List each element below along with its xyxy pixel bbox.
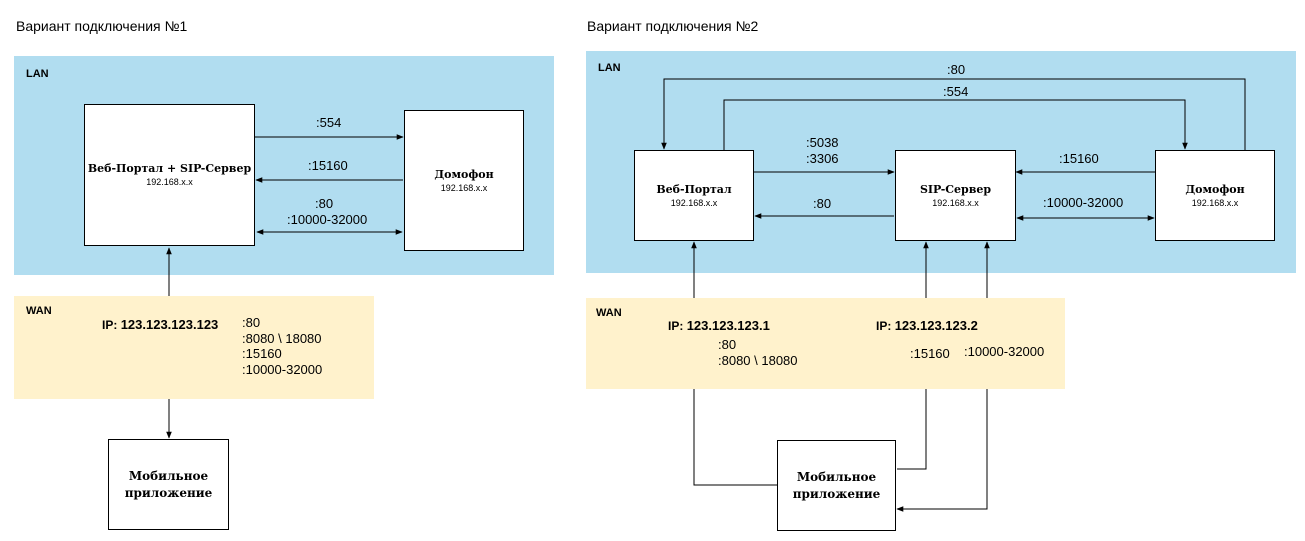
v2-arrow-top-80 xyxy=(661,78,1246,150)
v1-wan-ip: IP: 123.123.123.123 xyxy=(102,317,218,332)
variant1-wan-zone: WAN xyxy=(14,296,374,399)
v1-intercom-name: Домофон xyxy=(434,167,494,181)
v1-mobile-name-line1: Мобильное xyxy=(128,468,209,483)
variant2-title: Вариант подключения №2 xyxy=(587,18,759,34)
v1-wan-ports: :80 :8080 \ 18080 :15160 :10000-32000 xyxy=(242,315,322,377)
v1-wan-port: :15160 xyxy=(242,346,282,361)
variant1-title: Вариант подключения №1 xyxy=(16,18,188,34)
v2-wan-ip1: IP: 123.123.123.1 xyxy=(668,318,770,333)
v2-wan-ip2-prefix: IP: xyxy=(876,319,892,333)
v2-wan-port-rtp: :10000-32000 xyxy=(964,344,1045,359)
v2-wan-port-sip: :15160 xyxy=(910,346,950,361)
v2-mobile-name-line2: приложение xyxy=(792,486,881,501)
v2-portal-box: Веб-Портал 192.168.x.x xyxy=(634,150,754,241)
v2-portal-name: Веб-Портал xyxy=(656,182,732,196)
v2-portal-ip: 192.168.x.x xyxy=(670,197,718,208)
v1-wan-port: :8080 \ 18080 xyxy=(242,330,322,346)
v2-wan-port: :80 xyxy=(718,337,737,352)
v2-sip-ip: 192.168.x.x xyxy=(932,197,979,208)
v2-intercom-box: Домофон 192.168.x.x xyxy=(1155,150,1275,241)
v1-mobile-app-box: Мобильное приложение xyxy=(108,439,229,530)
v2-arrow-top-554 xyxy=(723,99,1188,150)
v2-label-5038: :5038 xyxy=(806,135,839,150)
variant2-lan-label: LAN xyxy=(598,62,621,74)
v2-wan-ports1: :80 :8080 \ 18080 xyxy=(718,337,798,368)
v2-label-3306: :3306 xyxy=(806,151,839,166)
v1-label-554: :554 xyxy=(316,115,342,130)
v2-arrow-rtp-mobile xyxy=(896,389,988,512)
variant1-lan-label: LAN xyxy=(26,68,49,80)
v1-portal-name: Веб-Портал + SIP-Сервер xyxy=(87,162,252,175)
v2-wan-ip2: IP: 123.123.123.2 xyxy=(876,318,978,333)
v2-sip-name: SIP-Сервер xyxy=(919,182,992,196)
v1-wan-port: :10000-32000 xyxy=(242,361,323,377)
variant2-wan-label: WAN xyxy=(596,307,622,319)
v1-label-15160: :15160 xyxy=(308,158,348,173)
v2-label-15160: :15160 xyxy=(1059,151,1099,166)
v1-mobile-name-line2: приложение xyxy=(124,485,213,500)
v1-label-80: :80 xyxy=(315,196,334,211)
v1-portal-ip: 192.168.x.x xyxy=(146,177,193,187)
v1-wan-ip-value: 123.123.123.123 xyxy=(120,317,219,332)
v1-portal-sip-server-box: Веб-Портал + SIP-Сервер 192.168.x.x xyxy=(84,104,255,246)
v2-wan-ip1-value: 123.123.123.1 xyxy=(686,318,770,333)
v2-label-top-554: :554 xyxy=(943,84,969,99)
v2-intercom-name: Домофон xyxy=(1185,182,1245,196)
variant1-wan-label: WAN xyxy=(26,305,52,317)
v2-wan-ip2-value: 123.123.123.2 xyxy=(894,318,978,333)
v2-line-mobile-sip xyxy=(897,389,927,470)
v2-label-rtp: :10000-32000 xyxy=(1043,195,1124,210)
v2-line-mobile-portal xyxy=(693,389,777,486)
v1-label-rtp: :10000-32000 xyxy=(287,212,368,227)
v1-wan-ip-prefix: IP: xyxy=(102,318,118,332)
v2-mobile-app-box: Мобильное приложение xyxy=(777,440,896,531)
variant2-wan-zone: WAN xyxy=(586,298,1065,389)
v2-label-80: :80 xyxy=(813,196,832,211)
v2-label-top-80: :80 xyxy=(947,62,966,77)
v2-intercom-ip: 192.168.x.x xyxy=(1191,197,1239,208)
v1-intercom-ip: 192.168.x.x xyxy=(440,182,488,193)
v2-wan-ip1-prefix: IP: xyxy=(668,319,684,333)
v2-mobile-name-line1: Мобильное xyxy=(796,469,877,484)
v1-wan-port: :80 xyxy=(242,315,261,330)
v2-wan-port: :8080 \ 18080 xyxy=(718,352,798,368)
v2-sip-server-box: SIP-Сервер 192.168.x.x xyxy=(895,150,1016,241)
v1-intercom-box: Домофон 192.168.x.x xyxy=(404,110,524,251)
